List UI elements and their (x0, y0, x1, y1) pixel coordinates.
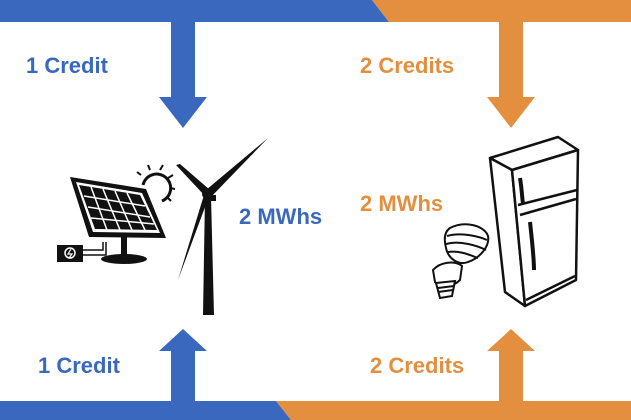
top-bar-consumer (372, 0, 631, 22)
solar-panel-icon (57, 164, 176, 264)
bottom-bar-producer (0, 401, 291, 420)
arrow-down-producer (159, 22, 207, 128)
top-bar-producer (0, 0, 389, 22)
producer-energy-label: 2 MWhs (239, 204, 323, 229)
consumer-credit-out-label: 2 Credits (370, 353, 465, 378)
arrow-up-producer (159, 329, 207, 401)
arrow-down-consumer (487, 22, 535, 128)
arrow-up-consumer (487, 329, 535, 401)
light-bulb-icon (431, 223, 490, 300)
consumer-credit-in-label: 2 Credits (360, 53, 455, 78)
refrigerator-icon (488, 135, 580, 308)
bottom-bar-consumer (276, 401, 631, 420)
consumer-energy-label: 2 MWhs (360, 191, 444, 216)
producer-credit-out-label: 1 Credit (38, 353, 120, 378)
producer-credit-in-label: 1 Credit (26, 53, 108, 78)
wind-turbine-icon (176, 138, 268, 315)
